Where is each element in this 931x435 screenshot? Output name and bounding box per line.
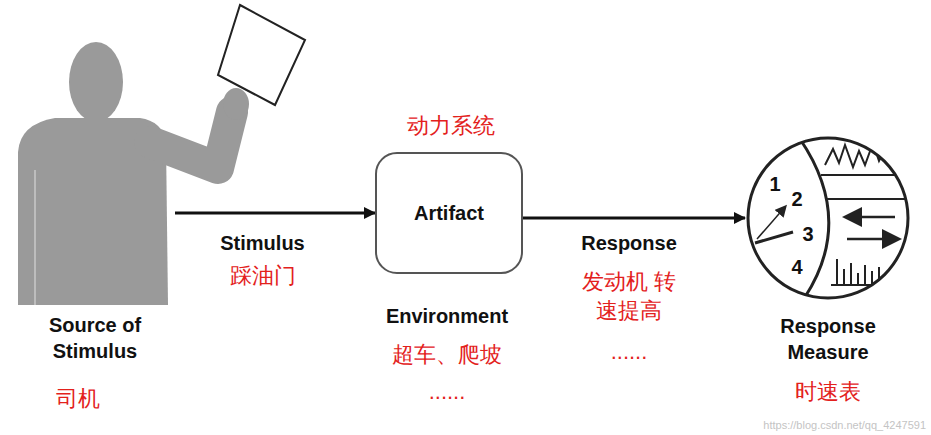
environment-note: 超车、爬坡 (360, 341, 534, 370)
callout-number: 2 (790, 186, 804, 212)
measure-label: Response Measure (773, 313, 883, 365)
edge-label: Response (573, 230, 685, 256)
watermark: https://blog.csdn.net/qq_4247591 (763, 418, 926, 432)
flow-arrow (523, 217, 745, 220)
response-note: 发动机 转速提高 (573, 268, 685, 325)
environment-label: Environment (355, 303, 539, 329)
callout-number: 1 (768, 171, 782, 197)
response-gauge: Response Measure时速表 (745, 135, 911, 301)
flow-arrow (175, 212, 375, 215)
edge-label: Stimulus (205, 230, 320, 256)
ellipsis-note: ...... (400, 378, 494, 407)
artifact-label: Artifact (414, 200, 484, 226)
stimulus-source: Source of Stimulus司机 (0, 0, 175, 305)
source-label: Source of Stimulus (30, 312, 160, 364)
callout-number: 4 (790, 254, 804, 280)
callout-number: 3 (801, 221, 815, 247)
gauge-outline (745, 135, 911, 301)
gauge-picture (745, 135, 911, 301)
stimulus-note: 踩油门 (205, 262, 320, 291)
measure-note: 时速表 (768, 378, 888, 407)
artifact-box: 动力系统Artifact (375, 152, 523, 274)
artifact-heading: 动力系统 (357, 112, 545, 141)
ellipsis-note: ...... (573, 338, 685, 367)
source-note: 司机 (40, 385, 115, 414)
